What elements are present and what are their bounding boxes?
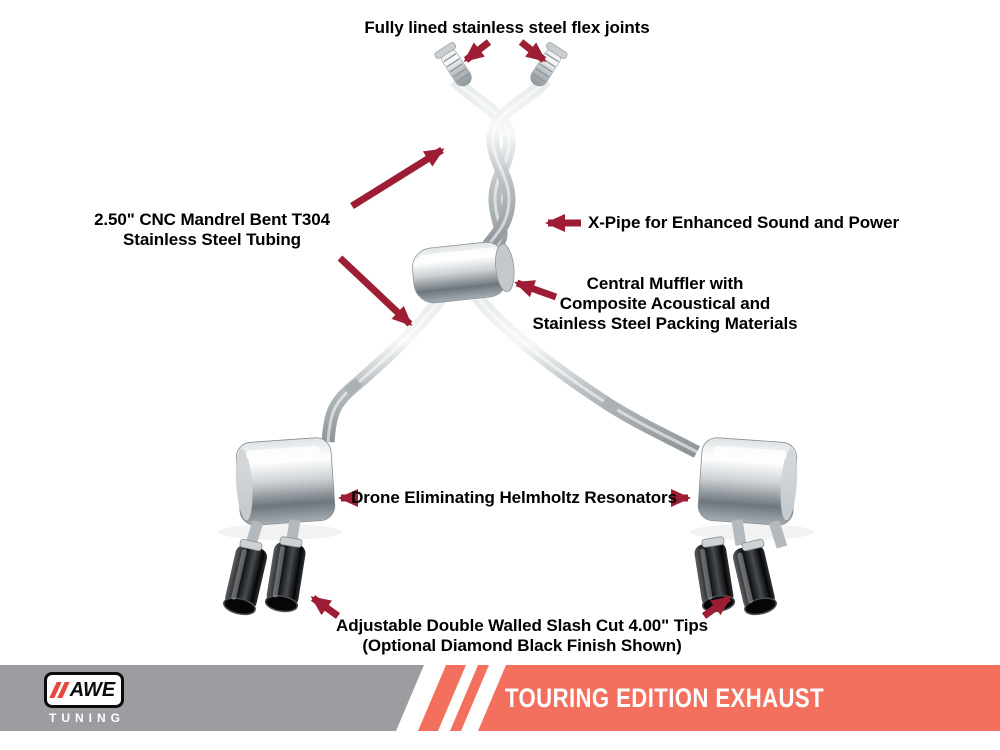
arrow-tips-left	[310, 595, 341, 619]
label-tips-line1: Adjustable Double Walled Slash Cut 4.00"…	[336, 616, 708, 635]
shadow-right	[690, 524, 814, 540]
label-tips-line2: (Optional Diamond Black Finish Shown)	[362, 636, 682, 655]
resonator-left	[235, 437, 336, 526]
arrow-tubing-lower	[337, 255, 413, 327]
label-tubing-line2: Stainless Steel Tubing	[123, 230, 301, 249]
footer-red-bar	[478, 665, 1000, 731]
label-xpipe: X-Pipe for Enhanced Sound and Power	[588, 213, 900, 232]
shadow-left	[218, 524, 342, 540]
label-tubing-line1: 2.50" CNC Mandrel Bent T304	[94, 210, 330, 229]
resonator-right	[697, 437, 798, 526]
tip-left-inner	[264, 542, 306, 613]
product-title: TOURING EDITION EXHAUST	[500, 665, 830, 731]
annotation-arrows	[310, 39, 732, 619]
tip-clamps	[239, 536, 765, 552]
arrow-flex-right	[518, 39, 547, 63]
label-muffler-line1: Central Muffler with	[586, 274, 744, 293]
arrow-tips-right	[701, 595, 732, 619]
tip-right-inner	[694, 542, 736, 613]
flex-joint-left	[434, 42, 472, 87]
footer-band: TOURING EDITION EXHAUST AWE TUNING	[0, 665, 1000, 731]
label-flex-joints: Fully lined stainless steel flex joints	[364, 18, 650, 37]
logo-brand-text: AWE	[69, 678, 116, 701]
tip-right-outer	[733, 545, 777, 616]
awe-logo-box: AWE	[44, 672, 124, 708]
mandrel-bent-tubing-upper	[450, 75, 552, 265]
flex-joint-right	[530, 42, 568, 87]
mandrel-bent-tubing-lower	[321, 292, 701, 458]
label-resonators: Drone Eliminating Helmholtz Resonators	[351, 488, 677, 507]
central-muffler	[412, 241, 515, 304]
arrow-muffler	[514, 279, 558, 301]
label-muffler-line2: Composite Acoustical and	[559, 294, 771, 313]
awe-tuning-logo: AWE TUNING	[44, 672, 124, 725]
label-muffler-line3: Stainless Steel Packing Materials	[532, 314, 798, 333]
tip-left-outer	[223, 545, 267, 616]
label-tips: Adjustable Double Walled Slash Cut 4.00"…	[336, 616, 708, 656]
label-muffler: Central Muffler with Composite Acoustica…	[532, 274, 797, 334]
logo-sub-text: TUNING	[49, 711, 125, 725]
arrow-tubing-upper	[350, 147, 445, 209]
label-tubing: 2.50" CNC Mandrel Bent T304 Stainless St…	[94, 210, 330, 250]
arrow-flex-left	[463, 39, 492, 63]
product-title-text: TOURING EDITION EXHAUST	[505, 682, 825, 713]
